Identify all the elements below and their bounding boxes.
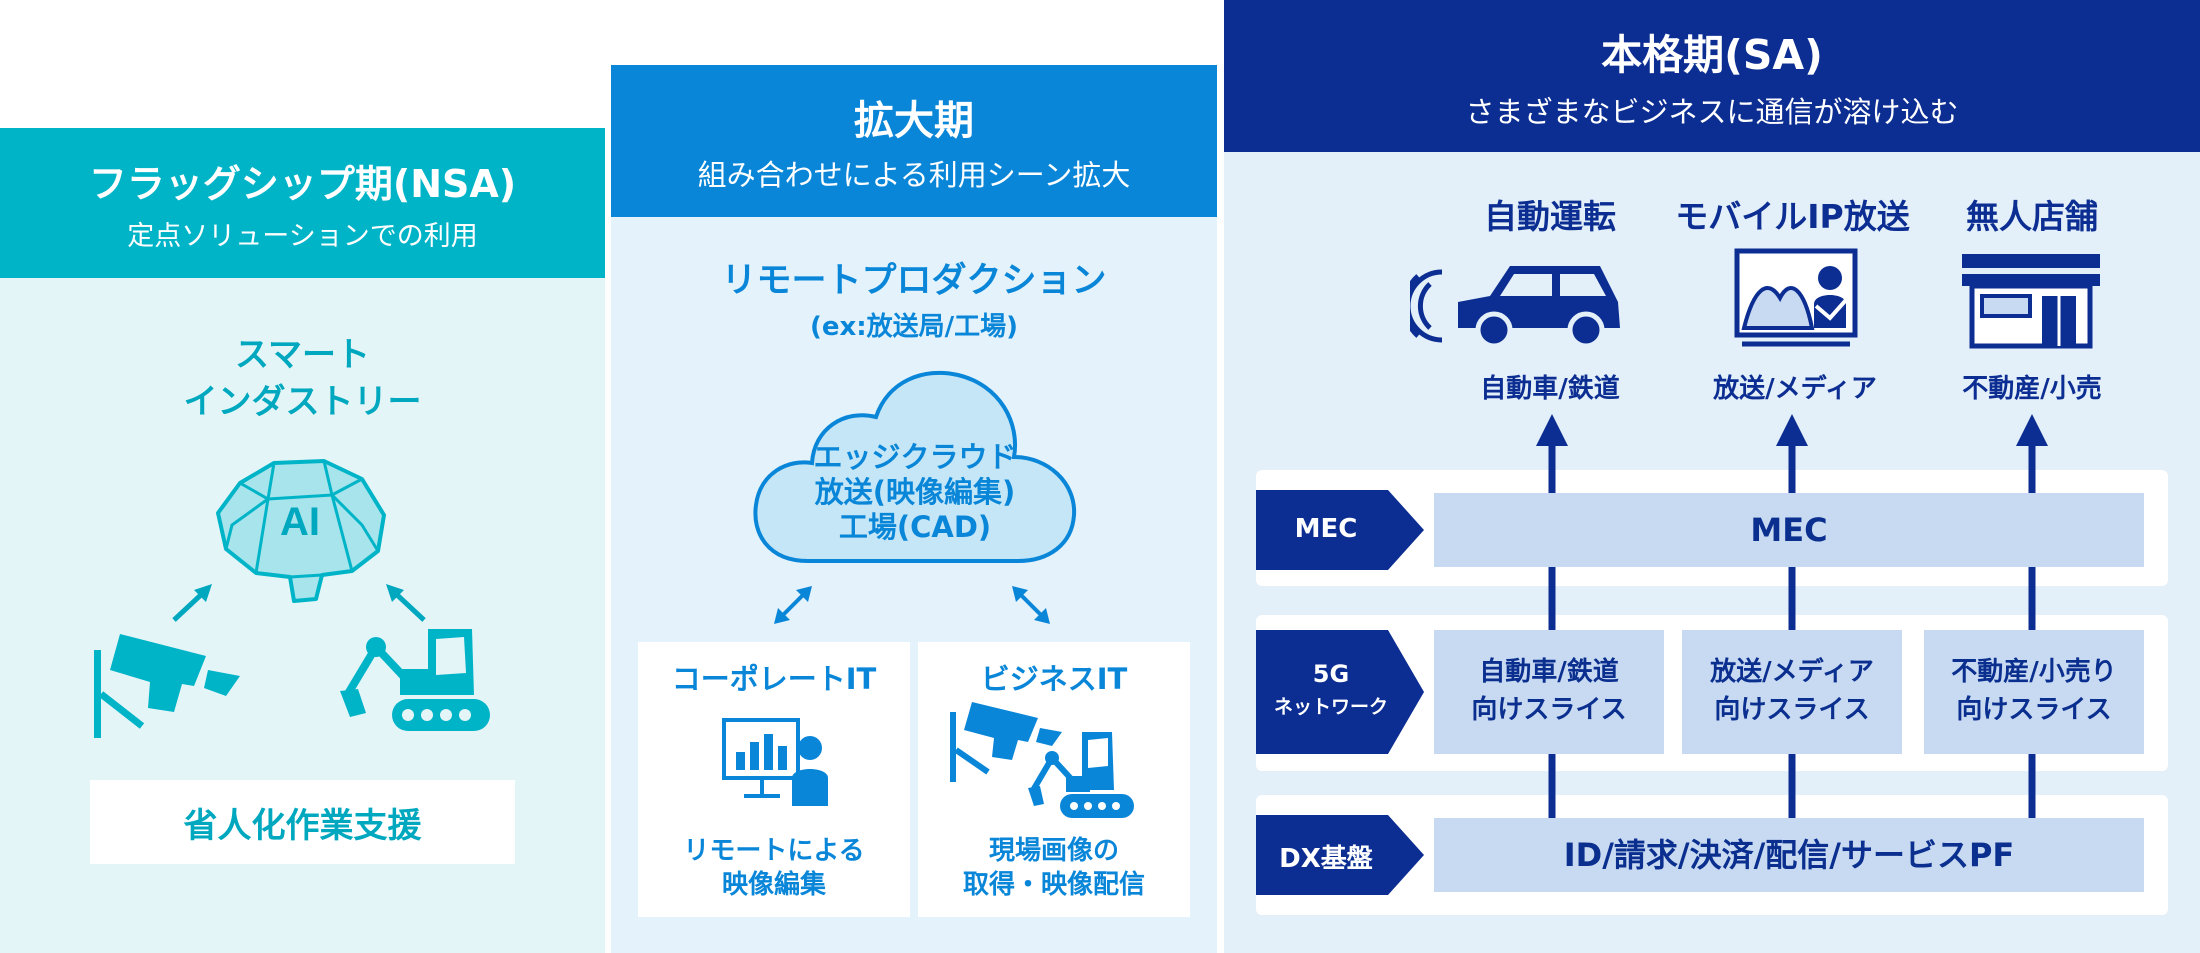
use-label-unmanned-store: 不動産/小売 [1962,374,2102,404]
card-business-it-title: ビジネスIT [980,662,1128,696]
slice-broadcast: 放送/メディア 向けスライス [1682,630,1902,754]
double-arrow-left [774,586,812,624]
expansion-title: 拡大期 [854,98,974,144]
card-corporate-it-line1: リモートによる [683,836,865,866]
expansion-subtitle: 組み合わせによる利用シーン拡大 [697,158,1131,192]
edge-cloud-text: エッジクラウド 放送(映像編集) 工場(CAD) [748,440,1082,545]
edge-cloud-icon [753,370,1077,563]
cloud-line2: 放送(映像編集) [814,475,1016,509]
slice-broadcast-line1: 放送/メディア [1710,657,1874,688]
support-label: 省人化作業支援 [183,805,422,846]
use-label-autonomous: 自動車/鉄道 [1480,374,1620,404]
sa-subtitle: さまざまなビジネスに通信が溶け込む [1465,95,1959,129]
camera-excavator-icon [950,702,1134,818]
ai-label: AI [280,500,320,544]
slice-realestate-line1: 不動産/小売り [1951,657,2117,688]
double-arrow-right [1012,586,1050,624]
slice-automotive-line2: 向けスライス [1471,695,1627,725]
mec-bar: MEC [1434,493,2144,567]
slice-realestate-line2: 向けスライス [1956,695,2112,725]
mec-tag-shape [1256,490,1424,570]
card-corporate-it-desc: リモートによる 映像編集 [638,834,910,902]
car-icon [1410,266,1620,349]
use-title-autonomous: 自動運転 [1484,197,1616,236]
store-icon [1962,254,2100,349]
cloud-line3: 工場(CAD) [838,510,992,544]
use-title-mobile-ip: モバイルIP放送 [1675,197,1910,236]
dx-tag-label: DX基盤 [1279,844,1373,874]
ai-brain-icon: AI [216,459,386,603]
dx-tag-shape [1256,815,1424,895]
sa-header: 本格期(SA) さまざまなビジネスに通信が溶け込む [1224,0,2200,152]
security-camera-icon [94,634,240,738]
card-business-it-line2: 取得・映像配信 [962,870,1145,900]
excavator-icon [340,629,490,731]
broadcast-icon [1734,248,1858,347]
nsa-title: フラッグシップ期(NSA) [88,162,517,206]
nsa-subtitle: 定点ソリューションでの利用 [127,221,478,252]
nsa-feature-title: スマート インダストリー [0,332,605,426]
slice-broadcast-line2: 向けスライス [1714,695,1870,725]
slice-realestate: 不動産/小売り 向けスライス [1924,630,2144,754]
card-business-it: ビジネスIT 現場画像の 取得・映像配信 [918,642,1190,917]
slice-automotive-line1: 自動車/鉄道 [1479,657,1619,688]
expansion-feature: リモートプロダクション [721,261,1107,301]
dx-bar-label: ID/請求/決済/配信/サービスPF [1563,835,2015,874]
card-business-it-desc: 現場画像の 取得・映像配信 [918,834,1190,902]
cloud-line1: エッジクラウド [813,440,1017,474]
arrow-to-brain-right [386,584,426,622]
5g-tag-line2: ネットワーク [1273,696,1388,718]
support-box: 省人化作業支援 [90,780,515,864]
card-business-it-line1: 現場画像の [988,836,1119,866]
card-corporate-it: コーポレートIT リモートによる 映像編集 [638,642,910,917]
use-title-unmanned-store: 無人店舗 [1966,197,2098,236]
mec-bar-label: MEC [1750,510,1828,549]
arrow-to-brain-left [172,584,212,622]
card-corporate-it-title: コーポレートIT [671,662,877,696]
mec-tag-label: MEC [1294,514,1358,544]
5g-tag-shape [1256,630,1424,754]
use-label-mobile-ip: 放送/メディア [1713,374,1877,404]
expansion-header: 拡大期 組み合わせによる利用シーン拡大 [611,65,1217,217]
nsa-header: フラッグシップ期(NSA) 定点ソリューションでの利用 [0,128,605,278]
sa-title: 本格期(SA) [1601,31,1823,79]
slice-automotive: 自動車/鉄道 向けスライス [1434,630,1664,754]
expansion-feature-example: (ex:放送局/工場) [809,312,1019,342]
nsa-feature-line2: インダストリー [183,382,422,422]
dx-bar: ID/請求/決済/配信/サービスPF [1434,818,2144,892]
5g-tag-label: 5G ネットワーク [1256,660,1406,719]
presentation-icon [722,718,828,806]
card-corporate-it-line2: 映像編集 [721,870,826,900]
nsa-feature-line1: スマート [235,335,370,375]
5g-tag-line1: 5G [1312,660,1350,688]
